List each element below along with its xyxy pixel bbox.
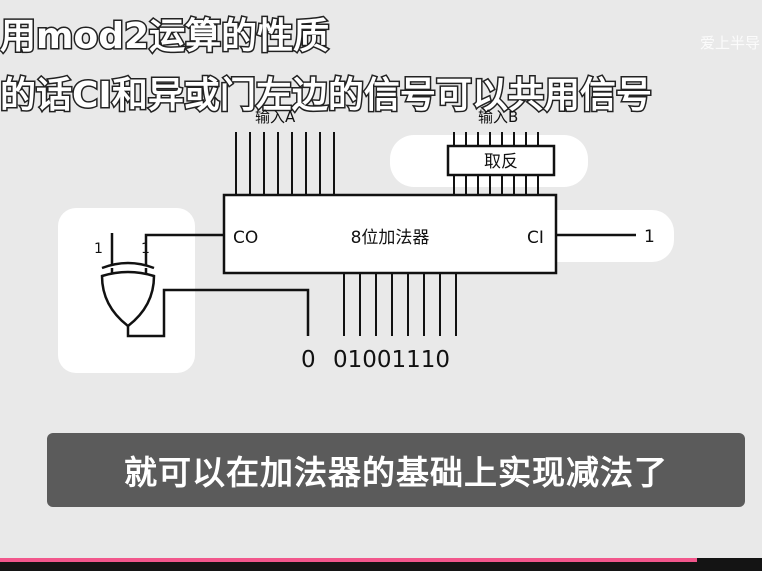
xor-gate (100, 261, 156, 328)
ci-value: 1 (644, 227, 655, 247)
input-b-label: 输入B (478, 108, 518, 126)
video-progress-fill[interactable] (0, 558, 698, 562)
input-a-label: 输入A (255, 108, 296, 126)
overlay-line-1: 用mod2运算的性质 (0, 16, 329, 57)
co-wire (144, 233, 224, 275)
subtitle-text: 就可以在加法器的基础上实现减法了 (124, 453, 668, 492)
watermark: 爱上半导 (700, 34, 760, 52)
video-progress-track[interactable] (0, 558, 762, 571)
output-bus (343, 273, 457, 336)
xor-input-right-label: 1 (141, 241, 150, 257)
xor-output-wire (126, 288, 310, 338)
invert-label: 取反 (484, 152, 518, 172)
output-msb-label: 0 (301, 347, 316, 373)
input-a-bus (235, 132, 335, 195)
adder-block (222, 193, 558, 275)
subtitle-bar: 就可以在加法器的基础上实现减法了 (47, 433, 745, 507)
xor-input-left-label: 1 (94, 241, 103, 257)
overlay-line-2: 的话CI和异或门左边的信号可以共用信号 (0, 75, 652, 116)
input-b-bus (453, 132, 539, 195)
adder-label: 8位加法器 (351, 228, 430, 248)
invert-box (446, 144, 556, 177)
co-label: CO (233, 228, 258, 248)
output-bits-label: 01001110 (333, 347, 450, 373)
ci-label: CI (527, 228, 544, 248)
